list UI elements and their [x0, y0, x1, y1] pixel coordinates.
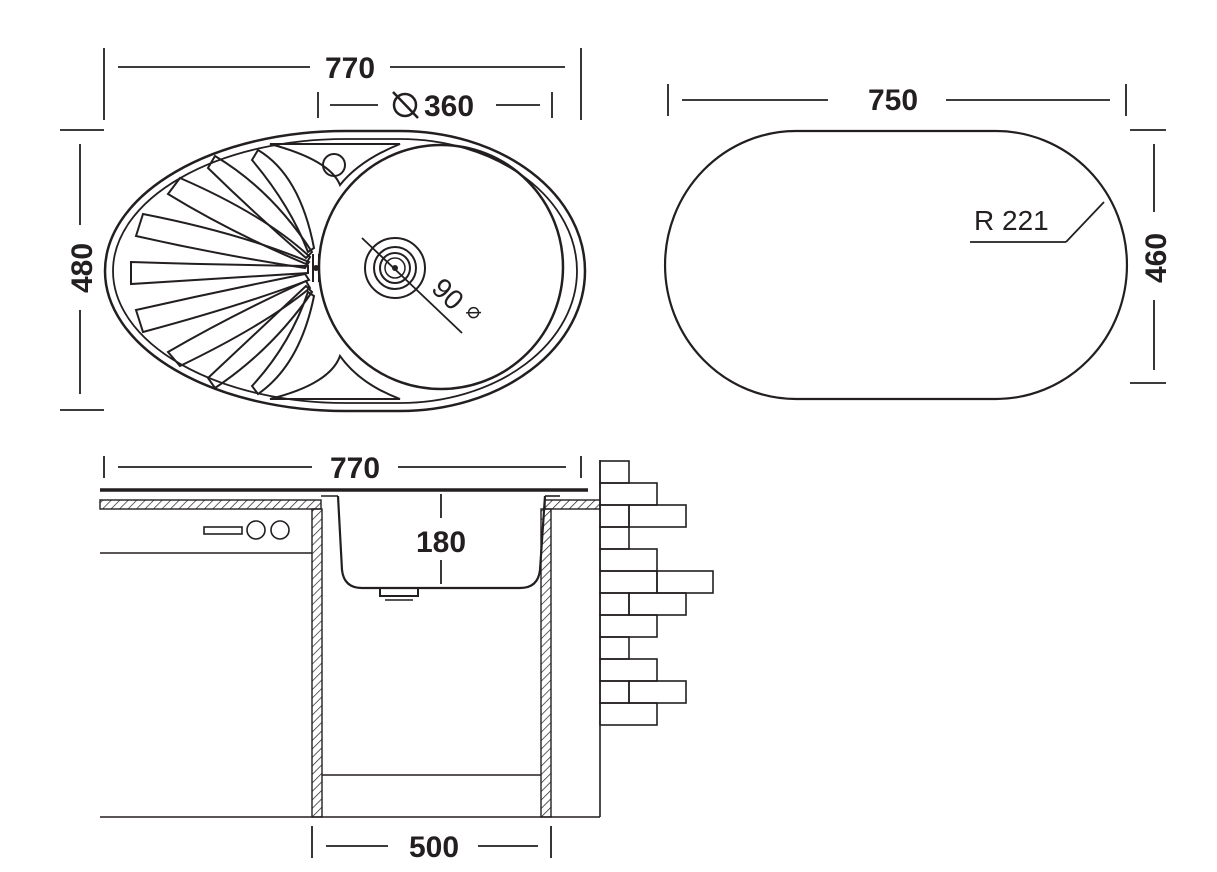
bowl-depth-label: 180: [416, 526, 466, 559]
cabinet-wall-right: [540, 508, 552, 818]
side-view: 770 180: [99, 452, 714, 864]
dim-cutout-width: 750: [667, 84, 1127, 117]
corner-radius-label: R 221: [974, 205, 1049, 236]
cutout-outline: [663, 129, 1129, 401]
dim-side-width: 770: [103, 452, 582, 485]
cutout-depth-label: 460: [1140, 233, 1173, 283]
overflow: [312, 254, 320, 282]
bottom-shelf: [269, 353, 401, 400]
countertop-left: [99, 499, 322, 510]
diameter-symbol: ⌀: [462, 298, 489, 325]
dim-depth: 480: [60, 129, 104, 411]
drain-outlet: [379, 587, 419, 597]
cabinet-width-label: 500: [409, 831, 459, 864]
bowl-diameter-label: 360: [424, 90, 474, 123]
stove-handle: [203, 526, 243, 535]
dim-top-width: 770: [103, 48, 582, 120]
top-view: 90 ⌀ 770: [60, 48, 587, 413]
sink-outer-outline: [103, 129, 587, 413]
dim-cutout-depth: 460: [1130, 129, 1173, 384]
drain-diameter-label: 90: [426, 272, 470, 316]
stove-knob-2: [270, 520, 290, 540]
drain-leader-line: [361, 237, 463, 334]
top-width-label: 770: [325, 52, 375, 85]
drainboard-grooves: [130, 148, 316, 396]
dim-cabinet-width: 500: [311, 826, 552, 864]
cabinet-wall-left: [311, 508, 323, 818]
depth-label: 480: [66, 243, 99, 293]
sink-inner-outline: [112, 138, 578, 404]
cutout-width-label: 750: [868, 84, 918, 117]
brick-wall: [599, 460, 714, 817]
faucet-hole: [322, 153, 346, 177]
countertop-right: [544, 499, 601, 510]
bowl-profile: [336, 495, 547, 590]
diameter-icon: [392, 92, 418, 118]
dim-bowl-diameter: 360: [317, 90, 553, 123]
stove-knob-1: [246, 520, 266, 540]
round-bowl: [317, 143, 565, 391]
side-width-label: 770: [330, 452, 380, 485]
cutout-view: R 221 750 460: [663, 84, 1173, 401]
drain: [364, 237, 426, 299]
faucet-shelf: [269, 143, 401, 187]
